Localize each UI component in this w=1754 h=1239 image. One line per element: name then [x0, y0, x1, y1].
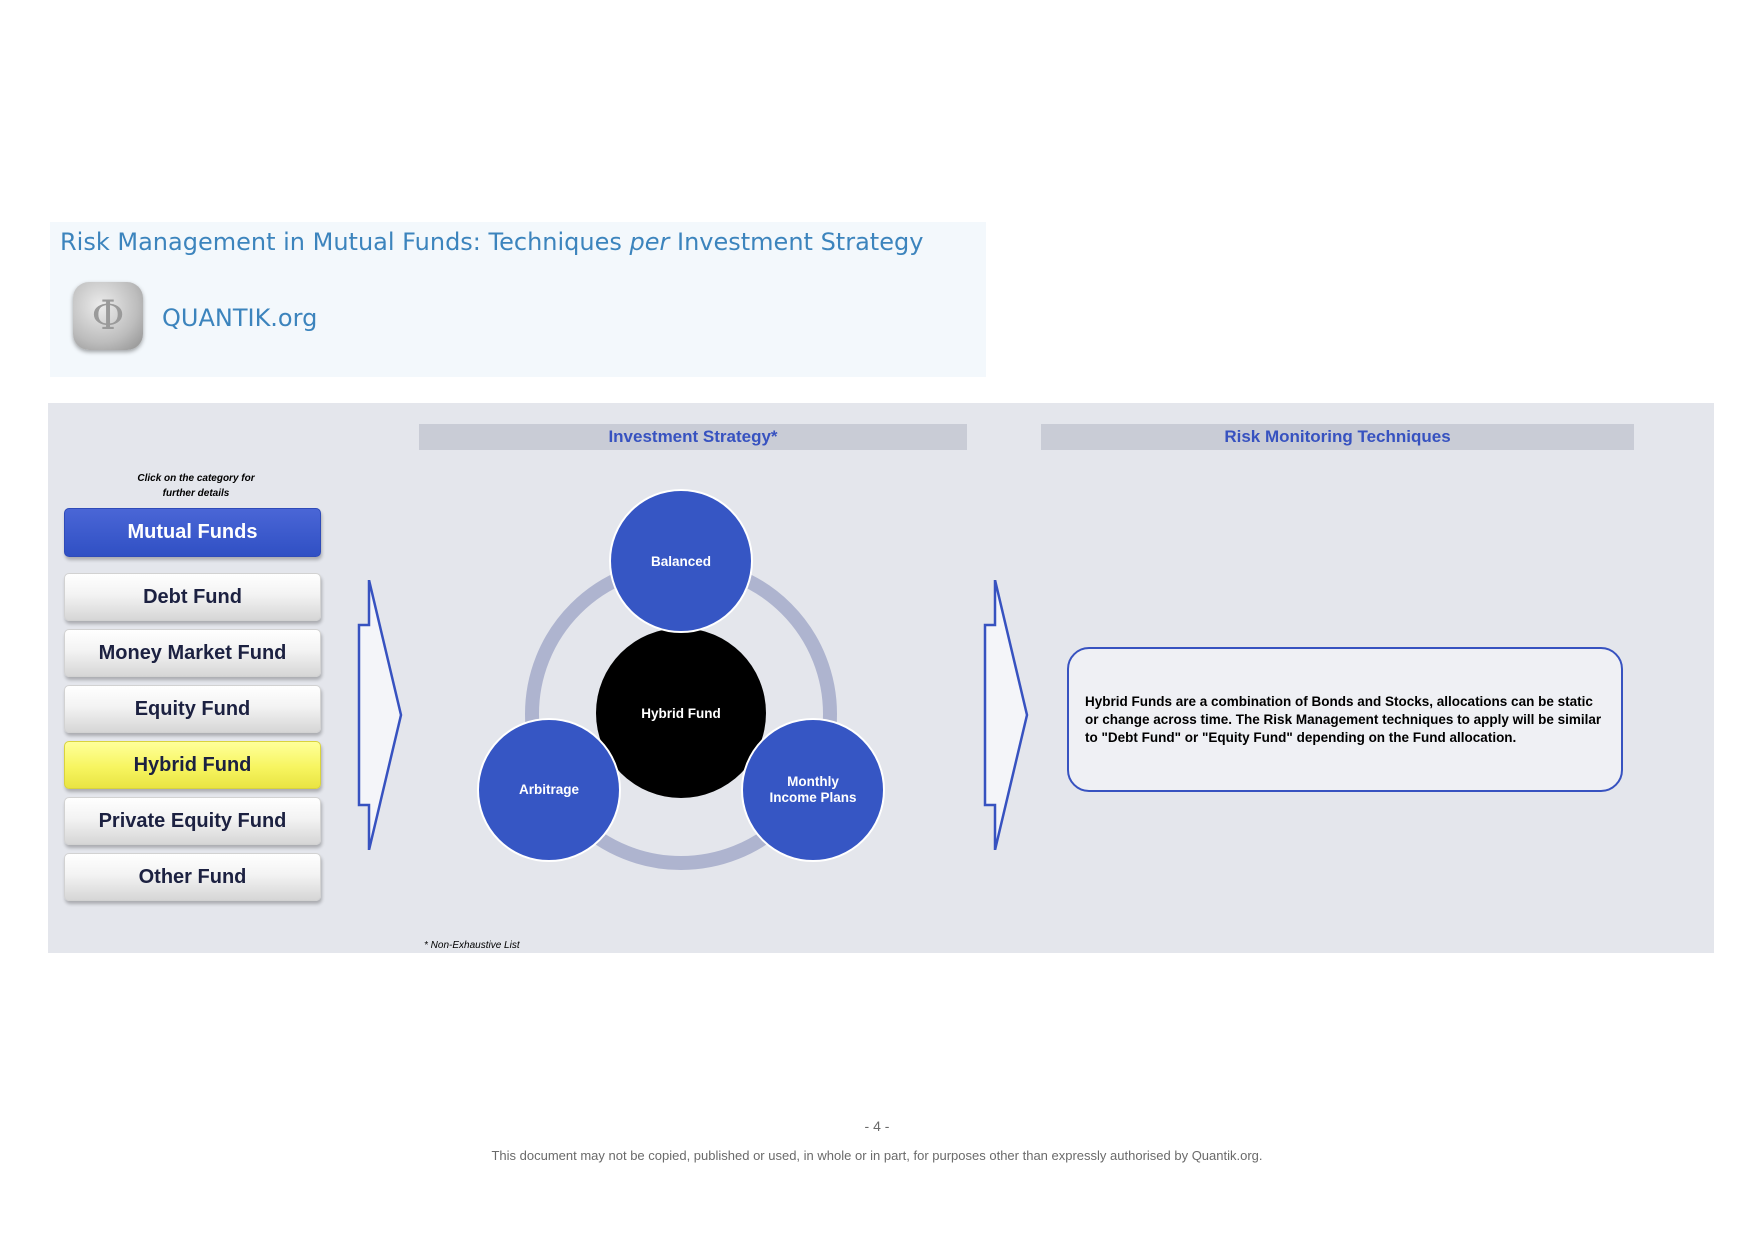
arbitrage-node-label: Arbitrage	[519, 782, 580, 797]
risk-description-box: Hybrid Funds are a combination of Bonds …	[1067, 647, 1623, 792]
strategy-cycle-diagram: Hybrid Fund Balanced Arbitrage Monthly I…	[477, 489, 885, 870]
money-market-fund-button[interactable]: Money Market Fund	[64, 629, 321, 677]
page-title: Risk Management in Mutual Funds: Techniq…	[60, 228, 923, 256]
sidebar-hint: Click on the category for further detail…	[137, 473, 255, 499]
balanced-node-label: Balanced	[651, 554, 711, 569]
equity-fund-button[interactable]: Equity Fund	[64, 685, 321, 733]
center-node-label: Hybrid Fund	[641, 706, 721, 721]
page-title-emphasis: per	[629, 228, 670, 256]
page-number: - 4 -	[864, 1118, 890, 1134]
disclaimer: This document may not be copied, publish…	[491, 1148, 1263, 1163]
chevron-right-arrow-icon	[983, 580, 1029, 850]
page-title-part: Risk Management in Mutual Funds: Techniq…	[60, 228, 630, 256]
quantik-logo: Φ	[73, 282, 143, 350]
brand-name: QUANTIK.org	[162, 304, 318, 332]
monthly-income-plans-label: Monthly	[787, 774, 839, 789]
monthly-income-plans-node[interactable]	[741, 718, 885, 862]
header-panel	[50, 222, 986, 377]
svg-text:Φ: Φ	[92, 293, 125, 339]
other-fund-button[interactable]: Other Fund	[64, 853, 321, 901]
page-title-part: Investment Strategy	[669, 228, 924, 256]
arbitrage-node[interactable]	[477, 718, 621, 862]
investment-strategy-header: Investment Strategy*	[419, 424, 967, 450]
risk-description-text: Hybrid Funds are a combination of Bonds …	[1085, 694, 1602, 745]
risk-monitoring-header: Risk Monitoring Techniques	[1041, 424, 1634, 450]
private-equity-fund-button[interactable]: Private Equity Fund	[64, 797, 321, 845]
phi-icon: Φ	[92, 293, 125, 339]
center-node	[596, 628, 766, 798]
balanced-node[interactable]	[609, 489, 753, 633]
monthly-income-plans-label: Income Plans	[769, 790, 856, 805]
footnote: * Non-Exhaustive List	[424, 940, 520, 951]
hybrid-fund-button[interactable]: Hybrid Fund	[64, 741, 321, 789]
debt-fund-button[interactable]: Debt Fund	[64, 573, 321, 621]
chevron-right-arrow-icon	[357, 580, 403, 850]
mutual-funds-button[interactable]: Mutual Funds	[64, 508, 321, 557]
